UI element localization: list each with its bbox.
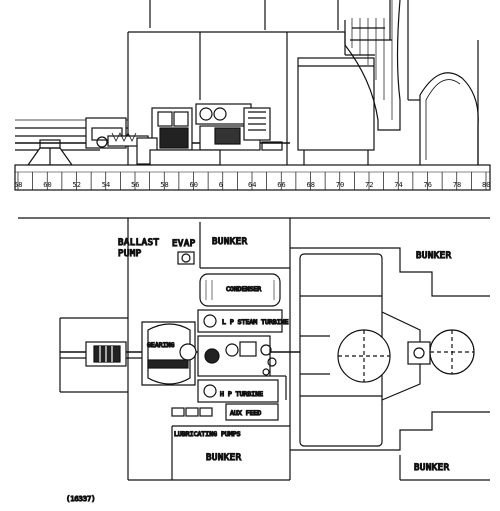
bunker-label-bottom-right: BUNKER xyxy=(414,463,450,473)
ballast-label: BALLAST xyxy=(118,238,160,248)
plan-view: BALLAST PUMP EVAP BUNKER BUNKER BUNKER B… xyxy=(59,218,490,504)
frame-number-label: 6 xyxy=(219,181,223,189)
lubricating-pumps-label: LUBRICATING PUMPS xyxy=(174,430,241,438)
turbine-elevation xyxy=(136,103,283,166)
frame-number-label: 58 xyxy=(14,181,22,189)
frame-number-label: 68 xyxy=(307,181,315,189)
hp-turbine-label: H P TURBINE xyxy=(220,390,263,398)
frame-number-label: 72 xyxy=(365,181,373,189)
funnel-uptake xyxy=(344,0,409,131)
frame-number-label: 70 xyxy=(336,181,344,189)
condenser-label: CONDENSER xyxy=(226,285,261,293)
hp-turbine: H P TURBINE xyxy=(197,375,287,403)
bunker-label-top-right: BUNKER xyxy=(416,251,452,261)
frame-number-label: 60 xyxy=(43,181,51,189)
boiler-dome xyxy=(408,40,479,165)
lp-turbine: L P STEAM TURBINE xyxy=(197,309,289,333)
pump-label: PUMP xyxy=(118,249,142,259)
aux-feed-label: AUX FEED xyxy=(230,409,261,417)
frame-number-label: 80 xyxy=(482,181,490,189)
gearing: GEARING xyxy=(141,321,197,386)
frame-number-label: 76 xyxy=(424,181,432,189)
boiler-plan xyxy=(299,253,431,447)
frame-number-label: 58 xyxy=(160,181,168,189)
frame-number-label: 60 xyxy=(190,181,198,189)
frame-number-label: 54 xyxy=(102,181,110,189)
frame-number-label: 66 xyxy=(277,181,285,189)
evaporator: EVAP xyxy=(171,238,196,265)
figure-reference: (16337) xyxy=(66,495,96,503)
turbine-centre xyxy=(197,335,277,377)
lp-turbine-label: L P STEAM TURBINE xyxy=(222,318,289,326)
frame-number-label: 78 xyxy=(453,181,461,189)
frame-number-label: 74 xyxy=(394,181,402,189)
ballast-pump: BALLAST PUMP xyxy=(117,237,160,259)
condenser: CONDENSER xyxy=(199,273,281,307)
aux-feed-pump: AUX FEED xyxy=(225,403,279,421)
elevation-view: 58 60 52 54 56 58 60 6 64 66 68 70 72 74 76 78 80 xyxy=(14,0,491,191)
bunker-label-top-center: BUNKER xyxy=(212,237,248,247)
plan-shaft-coupling xyxy=(85,341,127,367)
evap-label: EVAP xyxy=(172,239,196,249)
lubricating-pumps: LUBRICATING PUMPS xyxy=(171,407,241,439)
frame-number-label: 64 xyxy=(248,181,256,189)
frame-number-label: 56 xyxy=(131,181,139,189)
frame-scale: 58 60 52 54 56 58 60 6 64 66 68 70 72 74 76 78 80 xyxy=(14,164,491,191)
frame-number-label: 52 xyxy=(73,181,81,189)
bunker-label-bottom-center: BUNKER xyxy=(206,453,242,463)
boiler-elevation xyxy=(297,32,375,165)
fan-plan xyxy=(429,329,475,375)
gearing-label: GEARING xyxy=(147,341,174,349)
